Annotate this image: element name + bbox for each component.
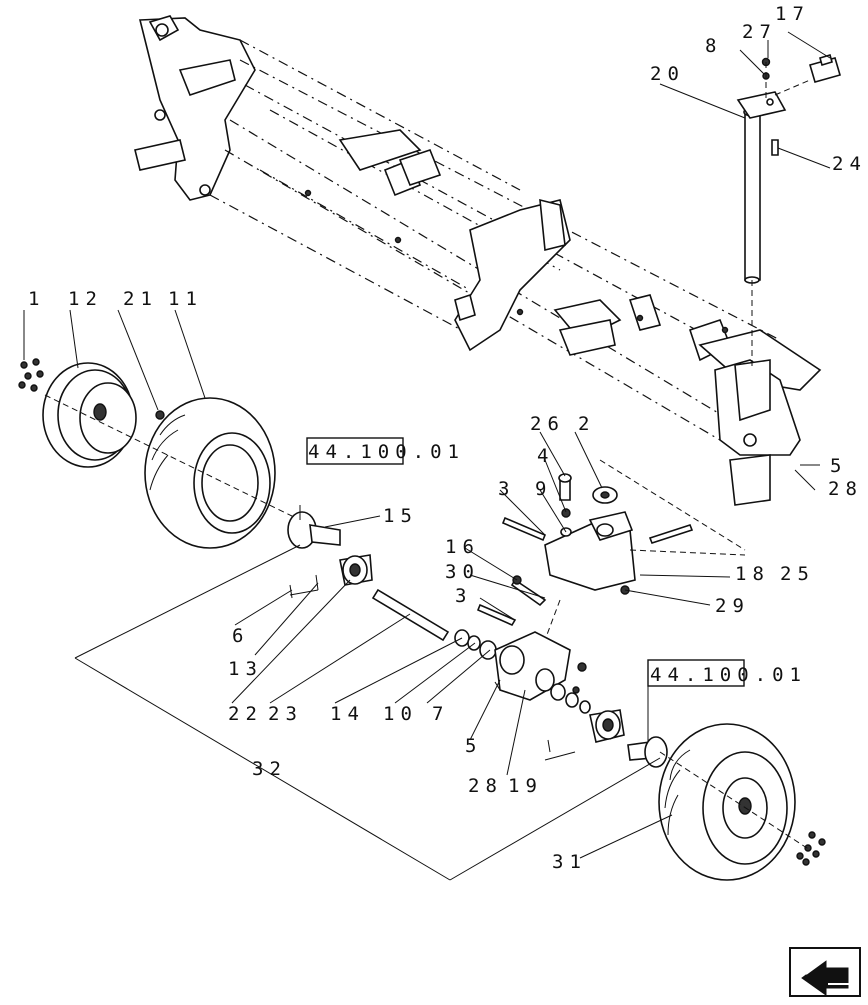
callout-24: 24: [832, 153, 867, 175]
callout-20: 20: [650, 63, 685, 85]
reference-label: 44.100.01: [308, 441, 465, 463]
callout-27: 27: [742, 21, 777, 43]
callout-22: 22: [228, 703, 263, 725]
jack-stand: [736, 54, 841, 370]
callout-25: 25: [780, 563, 815, 585]
callout-7: 7: [432, 703, 449, 725]
callout-31: 31: [552, 851, 587, 873]
callout-28: 28: [828, 478, 863, 500]
callout-26: 26: [530, 413, 565, 435]
callout-19: 19: [508, 775, 543, 797]
callout-23: 23: [268, 703, 303, 725]
callout-6: 6: [232, 625, 249, 647]
callout-14: 14: [330, 703, 365, 725]
lug-bolts-left: [18, 358, 44, 392]
callout-5: 5: [830, 455, 847, 477]
callout-9: 9: [535, 478, 552, 500]
callout-labels: 17 8 27 20 24 1 12 21 11 26 2 4 3 9 5 28…: [28, 3, 867, 873]
callout-18: 18: [735, 563, 770, 585]
callout-12: 12: [68, 288, 103, 310]
callout-4: 4: [537, 445, 554, 467]
callout-21: 21: [123, 288, 158, 310]
callout-16: 16: [445, 536, 480, 558]
callout-29: 29: [715, 595, 750, 617]
callout-17: 17: [775, 3, 810, 25]
reference-label: 44.100.01: [650, 664, 807, 686]
reference-box-1[interactable]: 44.100.01: [306, 437, 465, 465]
callout-8: 8: [705, 35, 722, 57]
callout-1: 1: [28, 288, 45, 310]
callout-15: 15: [383, 505, 418, 527]
callout-5-lower: 5: [465, 735, 482, 757]
callout-13: 13: [228, 658, 263, 680]
callout-28-lower: 28: [468, 775, 503, 797]
callout-3-lower: 3: [455, 585, 472, 607]
callout-11: 11: [168, 288, 203, 310]
main-frame: [134, 15, 822, 506]
lug-bolts-right: [796, 831, 826, 866]
leader-lines: [23, 31, 831, 881]
callout-3: 3: [498, 478, 515, 500]
right-wheel-assembly: [494, 631, 826, 881]
reference-box-2[interactable]: 44.100.01: [647, 659, 807, 687]
left-wheel-assembly: [18, 358, 497, 660]
callout-30: 30: [445, 561, 480, 583]
next-page-arrow-icon[interactable]: [789, 947, 861, 997]
callout-10: 10: [383, 703, 418, 725]
callout-32: 32: [252, 758, 287, 780]
callout-2: 2: [578, 413, 595, 435]
